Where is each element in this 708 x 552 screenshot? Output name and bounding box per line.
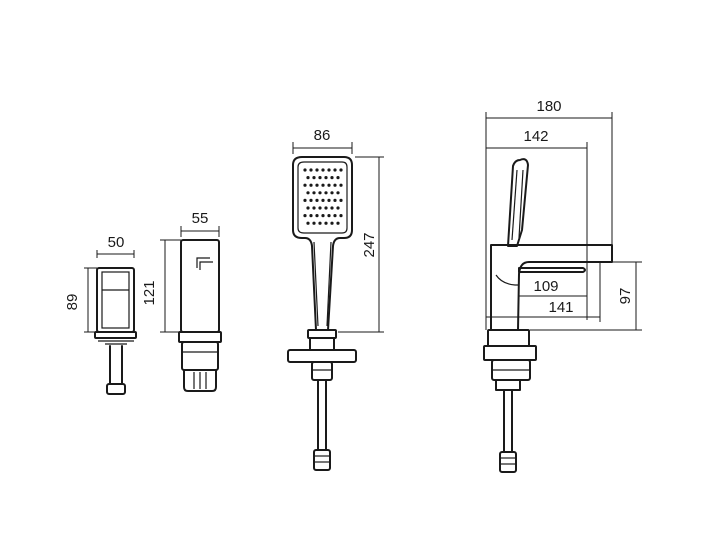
mixer-handle-width-label: 142 [523, 128, 548, 145]
valve-height-dimension: 121 [141, 239, 181, 333]
spray-nozzle [336, 221, 340, 225]
spray-nozzle [321, 168, 325, 172]
spray-nozzle [303, 198, 307, 202]
diverter-height-dimension: 89 [64, 267, 97, 333]
spray-nozzle [303, 214, 307, 218]
spray-nozzle [315, 198, 319, 202]
handshower-height-dimension: 247 [338, 156, 384, 333]
spray-nozzle [312, 176, 316, 180]
spray-nozzle [321, 214, 325, 218]
spray-nozzle [318, 191, 322, 195]
spray-nozzle [336, 206, 340, 210]
valve-height-label: 121 [141, 280, 158, 305]
spray-nozzle [303, 168, 307, 172]
spray-nozzle [327, 168, 331, 172]
spray-nozzle [309, 214, 313, 218]
spray-nozzle [327, 214, 331, 218]
spray-nozzle [327, 183, 331, 187]
spray-nozzle [318, 206, 322, 210]
mixer-lever-dimension: 109 [519, 278, 587, 297]
handshower-height-label: 247 [361, 232, 378, 257]
spray-nozzle [306, 206, 310, 210]
spray-nozzle [333, 183, 337, 187]
mixer-height-label: 97 [617, 288, 634, 305]
spray-nozzle [333, 198, 337, 202]
spray-nozzle [315, 183, 319, 187]
spray-nozzle [318, 221, 322, 225]
diverter-width-dimension: 50 [96, 234, 135, 258]
spray-nozzle [333, 168, 337, 172]
handshower-part [287, 156, 357, 471]
spray-nozzle [321, 183, 325, 187]
spray-nozzle [306, 191, 310, 195]
spray-nozzle [330, 176, 334, 180]
spray-nozzle [306, 221, 310, 225]
spray-nozzle [339, 214, 343, 218]
spray-nozzle [339, 168, 343, 172]
spray-nozzle [306, 176, 310, 180]
spray-nozzle [315, 214, 319, 218]
spray-nozzle [321, 198, 325, 202]
mixer-total-width-dimension: 180 [485, 98, 613, 330]
spray-nozzle [309, 198, 313, 202]
mixer-body-reach-label: 141 [548, 299, 573, 316]
mixer-total-width-label: 180 [536, 98, 561, 115]
mixer-part [483, 158, 613, 473]
valve-part [178, 239, 222, 392]
spray-nozzle [303, 183, 307, 187]
handshower-width-dimension: 86 [292, 127, 353, 154]
mixer-handle-width-dimension: 142 [486, 128, 588, 320]
spray-nozzle [324, 206, 328, 210]
spray-nozzles [303, 168, 343, 225]
spray-nozzle [336, 191, 340, 195]
spray-nozzle [324, 221, 328, 225]
spray-nozzle [312, 191, 316, 195]
handshower-width-label: 86 [314, 127, 331, 144]
diverter-part [94, 267, 137, 395]
spray-nozzle [324, 176, 328, 180]
spout-width-label: 50 [108, 234, 125, 251]
spray-nozzle [333, 214, 337, 218]
spray-nozzle [312, 221, 316, 225]
valve-width-dimension: 55 [180, 210, 220, 237]
spray-nozzle [315, 168, 319, 172]
spray-nozzle [330, 191, 334, 195]
spray-nozzle [339, 198, 343, 202]
valve-width-label: 55 [192, 210, 209, 227]
mixer-lever-reach-label: 109 [533, 278, 558, 295]
spray-nozzle [324, 191, 328, 195]
spray-nozzle [318, 176, 322, 180]
spray-nozzle [327, 198, 331, 202]
mixer-body-reach-dimension: 141 [486, 262, 601, 322]
mixer-height-dimension: 97 [530, 261, 642, 331]
spray-nozzle [309, 183, 313, 187]
spray-nozzle [339, 183, 343, 187]
spout-height-label: 89 [64, 294, 81, 311]
spray-nozzle [330, 221, 334, 225]
spray-nozzle [309, 168, 313, 172]
spray-nozzle [312, 206, 316, 210]
spray-nozzle [336, 176, 340, 180]
spray-nozzle [330, 206, 334, 210]
